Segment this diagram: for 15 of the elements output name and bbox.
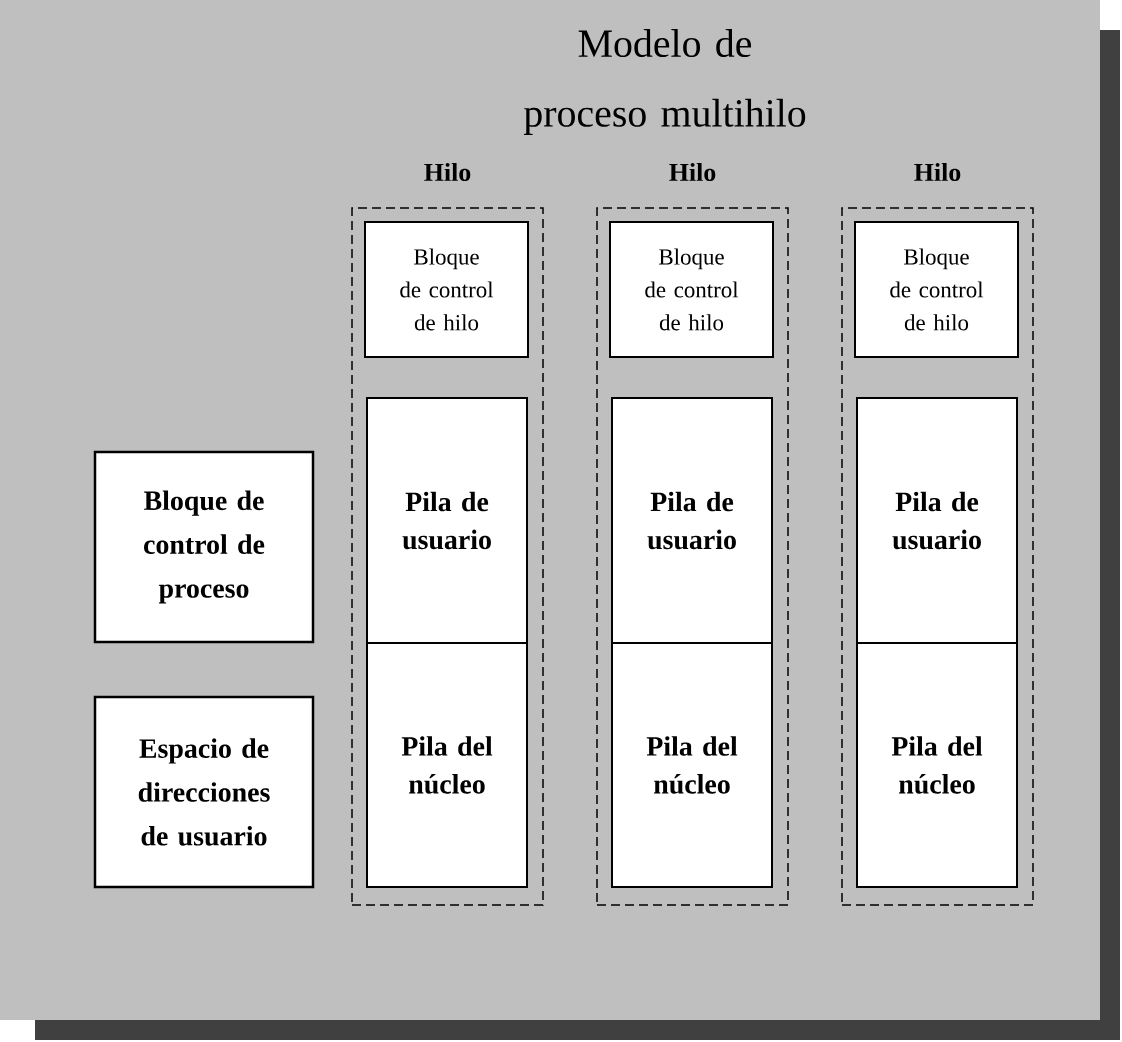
stack-box: Pila del núcleo (856, 642, 1018, 888)
stack-box: Pila del núcleo (611, 642, 773, 888)
control-block-box: Bloque de control de hilo (609, 221, 774, 358)
process-box: Espacio de direcciones de usuario (93, 695, 315, 889)
node-label: Hilo (669, 162, 716, 182)
stack-box: Pila de usuario (366, 397, 528, 644)
node-label: Hilo (914, 162, 961, 182)
process-box: Bloque de control de proceso (93, 450, 315, 644)
stack-box: Pila de usuario (611, 397, 773, 644)
title: Modelo de proceso multihilo (523, 29, 806, 135)
control-block-box: Bloque de control de hilo (854, 221, 1019, 358)
control-block-box: Bloque de control de hilo (364, 221, 529, 358)
stack-box: Pila de usuario (856, 397, 1018, 644)
node-label: Hilo (424, 162, 471, 182)
stack-box: Pila del núcleo (366, 642, 528, 888)
